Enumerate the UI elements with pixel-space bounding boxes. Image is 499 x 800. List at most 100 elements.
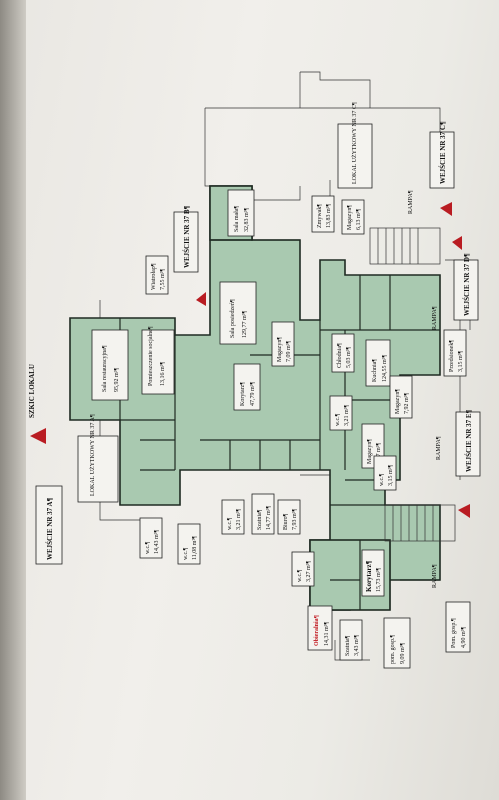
svg-text:WEJŚCIE NR 37 A¶: WEJŚCIE NR 37 A¶ [46, 497, 54, 560]
svg-text:Kuchnia¶: Kuchnia¶ [372, 359, 378, 382]
svg-text:Sala restauracyjna¶: Sala restauracyjna¶ [102, 345, 108, 392]
svg-text:Sala posiedzeń¶: Sala posiedzeń¶ [230, 299, 236, 338]
ramp-label: RAMPA¶ [432, 306, 438, 330]
svg-text:w.c.¶: w.c.¶ [297, 569, 303, 582]
svg-text:Korytarz¶: Korytarz¶ [365, 560, 373, 592]
room-korytarz-1: Korytarz¶ 47,79 m²¶ [233, 363, 261, 411]
ramp-label: RAMPA¶ [436, 436, 442, 460]
svg-text:3,15 m²¶: 3,15 m²¶ [458, 351, 464, 372]
room-wc-1: w.c.¶ 3,21 m²¶ [329, 395, 353, 431]
svg-text:Magazyn¶: Magazyn¶ [395, 389, 401, 414]
plan-title: SZKIC LOKALU [28, 364, 36, 418]
svg-text:14,77 m²¶: 14,77 m²¶ [266, 506, 272, 530]
entrance-a-label: WEJŚCIE NR 37 A¶ [35, 485, 63, 565]
svg-text:Szatnia¶: Szatnia¶ [345, 635, 351, 656]
svg-text:WEJŚCIE NR 37 C¶: WEJŚCIE NR 37 C¶ [439, 121, 447, 184]
svg-text:7,93 m²¶: 7,93 m²¶ [292, 509, 298, 530]
svg-text:6,13 m²¶: 6,13 m²¶ [356, 209, 362, 230]
svg-text:WEJŚCIE NR 37 D¶: WEJŚCIE NR 37 D¶ [463, 253, 471, 316]
svg-text:32,83 m²¶: 32,83 m²¶ [244, 208, 250, 232]
svg-text:5,03 m²¶: 5,03 m²¶ [346, 347, 352, 368]
svg-text:pom. gosp.¶: pom. gosp.¶ [390, 634, 396, 664]
svg-text:LOKAL UŻYTKOWY NR 37 A¶: LOKAL UŻYTKOWY NR 37 A¶ [89, 414, 96, 496]
svg-text:7,92 m²¶: 7,92 m²¶ [404, 393, 410, 414]
room-szatnia-2: Szatnia¶ 3,43 m²¶ [339, 619, 363, 661]
svg-text:w.c.¶: w.c.¶ [183, 547, 189, 560]
svg-text:Biuro¶: Biuro¶ [283, 513, 289, 530]
room-sala-posiedzen: Sala posiedzeń¶ 129,77 m²¶ [219, 281, 257, 345]
room-zmywak: Zmywak¶ 13,83 m²¶ [311, 195, 335, 233]
room-chlodnia: Chłodnia¶ 5,03 m²¶ [331, 333, 355, 373]
svg-text:3,21 m²¶: 3,21 m²¶ [236, 509, 242, 530]
entrance-b-label: WEJŚCIE NR 37 B¶ [173, 205, 199, 273]
svg-text:Magazyn¶: Magazyn¶ [367, 439, 373, 464]
svg-text:WEJŚCIE NR 37 E¶: WEJŚCIE NR 37 E¶ [465, 409, 473, 472]
svg-text:3,27 m²¶: 3,27 m²¶ [306, 561, 312, 582]
page-shadow [0, 0, 26, 800]
room-wc-2: w.c.¶ 3,15 m²¶ [373, 455, 397, 491]
svg-text:3,15 m²¶: 3,15 m²¶ [388, 465, 394, 486]
room-sala-mala: Sala mała¶ 32,83 m²¶ [227, 189, 255, 237]
unit-37a-label: LOKAL UŻYTKOWY NR 37 A¶ [77, 414, 119, 503]
room-pomieszczenie-socjalne: Pomieszczenie socjalne¶ 13,16 m²¶ [141, 326, 175, 395]
entrance-d-label: WEJŚCIE NR 37 D¶ [453, 253, 479, 321]
room-wc-6: w.c.¶ 3,27 m²¶ [291, 551, 315, 587]
room-wc-5: w.c.¶ 11,08 m²¶ [177, 523, 201, 565]
svg-text:w.c.¶: w.c.¶ [379, 473, 385, 486]
svg-text:95,92 m²¶: 95,92 m²¶ [114, 368, 120, 392]
svg-text:Pom. gosp.¶: Pom. gosp.¶ [451, 618, 457, 648]
svg-text:9,09 m²¶: 9,09 m²¶ [400, 643, 406, 664]
room-magazyn-2: Magazyn¶ 6,13 m²¶ [341, 199, 365, 235]
room-obieralnia: Obieralnia¶ 14,31 m²¶ [307, 605, 333, 651]
room-biuro: Biuro¶ 7,93 m²¶ [277, 499, 301, 535]
room-sala-restauracyjna: Sala restauracyjna¶ 95,92 m²¶ [91, 329, 129, 401]
entrance-e-label: WEJŚCIE NR 37 E¶ [455, 409, 481, 477]
room-wiatrolap: Wiatrołap¶ 7,55 m²¶ [145, 255, 169, 295]
svg-text:13,83 m²¶: 13,83 m²¶ [326, 204, 332, 228]
svg-text:13,16 m²¶: 13,16 m²¶ [160, 362, 166, 386]
entrance-d-marker-icon [452, 236, 462, 250]
svg-text:w.c.¶: w.c.¶ [335, 413, 341, 426]
room-kuchnia: Kuchnia¶ 124,55 m²¶ [365, 339, 391, 387]
svg-text:Szatnia¶: Szatnia¶ [257, 509, 263, 530]
svg-text:129,77 m²¶: 129,77 m²¶ [242, 311, 248, 338]
svg-text:WEJŚCIE NR 37 B¶: WEJŚCIE NR 37 B¶ [183, 205, 191, 268]
svg-text:Wiatrołap¶: Wiatrołap¶ [151, 263, 157, 290]
svg-text:w.c.¶: w.c.¶ [227, 517, 233, 530]
svg-text:7,97 m²¶: 7,97 m²¶ [376, 443, 382, 464]
svg-text:w.c.¶: w.c.¶ [145, 541, 151, 554]
staircase-lower [384, 504, 456, 542]
room-wc-3: w.c.¶ 3,21 m²¶ [221, 499, 245, 535]
svg-text:Obieralnia¶: Obieralnia¶ [314, 615, 320, 646]
entrance-c-label: WEJŚCIE NR 37 C¶ [429, 121, 455, 189]
svg-text:Magazyn¶: Magazyn¶ [347, 205, 353, 230]
ramp-label: RAMPA¶ [432, 564, 438, 588]
room-przedsionek: Przedsionek¶ 3,15 m²¶ [443, 329, 467, 377]
room-magazyn-3: Magazyn¶ 7,92 m²¶ [389, 375, 413, 419]
entrance-b-marker-icon [196, 292, 206, 306]
entrance-c-marker-icon [440, 202, 452, 216]
entrance-a-marker-icon [30, 428, 46, 444]
svg-text:15,73 m²¶: 15,73 m²¶ [376, 568, 382, 592]
svg-text:Sala mała¶: Sala mała¶ [234, 206, 240, 232]
room-szatnia-1: Szatnia¶ 14,77 m²¶ [251, 493, 275, 535]
ramp-label: RAMPA¶ [408, 190, 414, 214]
svg-text:Chłodnia¶: Chłodnia¶ [337, 343, 343, 368]
room-korytarz-2: Korytarz¶ 15,73 m²¶ [361, 549, 385, 597]
svg-text:Magazyn¶: Magazyn¶ [277, 337, 283, 362]
svg-text:Pomieszczenie socjalne¶: Pomieszczenie socjalne¶ [148, 326, 154, 386]
svg-text:3,21 m²¶: 3,21 m²¶ [344, 405, 350, 426]
room-pom-gosp-1: pom. gosp.¶ 9,09 m²¶ [383, 617, 411, 669]
room-wc-4: w.c.¶ 14,43 m²¶ [139, 517, 163, 559]
staircase-upper [369, 227, 441, 265]
svg-text:7,09 m²¶: 7,09 m²¶ [286, 341, 292, 362]
svg-text:124,55 m²¶: 124,55 m²¶ [382, 355, 388, 382]
room-pom-gosp-2: Pom. gosp.¶ 4,90 m²¶ [445, 601, 471, 653]
svg-text:LOKAL UŻYTKOWY NR 37 C¶: LOKAL UŻYTKOWY NR 37 C¶ [351, 102, 358, 184]
unit-37c-label: LOKAL UŻYTKOWY NR 37 C¶ [337, 102, 373, 189]
room-magazyn-1: Magazyn¶ 7,09 m²¶ [271, 321, 295, 367]
svg-text:Korytarz¶: Korytarz¶ [240, 382, 246, 406]
entrance-e-marker-icon [458, 504, 470, 518]
